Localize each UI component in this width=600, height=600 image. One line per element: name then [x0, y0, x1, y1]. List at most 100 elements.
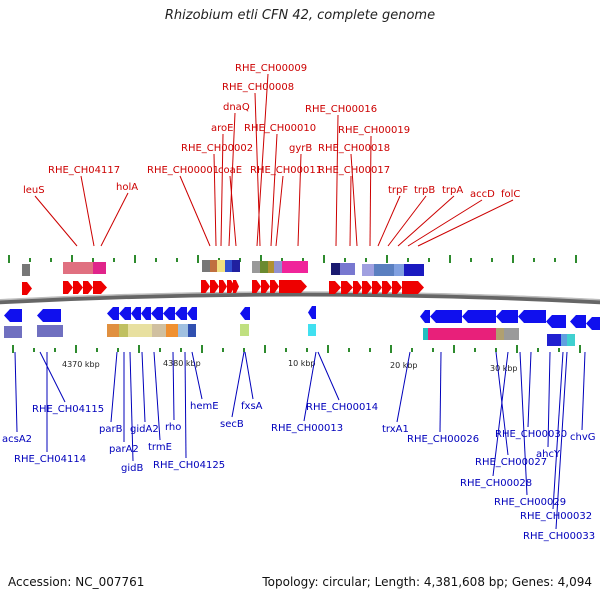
scale-tick	[407, 258, 409, 262]
reverse-gene-arrow	[420, 310, 430, 323]
bottom-gene-leader	[39, 351, 66, 403]
bottom-gene-label: RHE_CH04114	[14, 454, 86, 465]
bottom-gene-label: RHE_CH04125	[153, 460, 225, 471]
scale-tick	[96, 348, 98, 352]
scale-tick	[180, 348, 182, 352]
top-gene-leader	[34, 195, 78, 247]
top-gene-label: RHE_CH00017	[318, 165, 390, 176]
feature-box	[22, 264, 30, 276]
top-gene-leader	[335, 114, 339, 247]
scale-tick	[348, 348, 350, 352]
bottom-gene-leader	[547, 351, 551, 448]
bottom-gene-leader	[231, 351, 245, 418]
top-gene-leader	[369, 135, 372, 247]
bottom-gene-label: gidB	[121, 463, 143, 474]
scale-tick	[306, 348, 308, 352]
scale-tick	[222, 348, 224, 352]
genome-backbone	[0, 291, 600, 305]
bottom-gene-leader	[439, 351, 442, 433]
scale-tick	[134, 255, 136, 263]
genome-summary: Topology: circular; Length: 4,381,608 bp…	[262, 575, 592, 589]
reverse-gene-arrow	[586, 317, 600, 330]
top-gene-leader	[275, 175, 284, 247]
bottom-gene-leader	[129, 351, 134, 462]
scale-tick	[138, 345, 140, 353]
forward-gene-arrow	[219, 280, 227, 293]
feature-box	[202, 260, 210, 272]
feature-box	[128, 324, 152, 337]
top-gene-label: gyrB	[289, 143, 312, 154]
top-gene-label: aroE	[211, 123, 233, 134]
top-gene-label: leuS	[23, 185, 45, 196]
bottom-gene-label: RHE_CH00033	[523, 531, 595, 542]
scale-tick	[113, 258, 115, 262]
reverse-gene-arrow	[518, 310, 546, 323]
scale-tick	[516, 345, 518, 353]
bottom-gene-label: RHE_CH00030	[495, 429, 567, 440]
top-gene-leader	[407, 199, 483, 247]
feature-box	[178, 324, 188, 337]
top-gene-label: RHE_CH00011	[250, 165, 322, 176]
bottom-gene-leader	[141, 351, 146, 423]
feature-box	[188, 324, 196, 337]
bottom-gene-leader	[555, 351, 568, 530]
reverse-gene-arrow	[187, 307, 197, 320]
forward-gene-arrow	[372, 281, 382, 294]
scale-tick	[33, 348, 35, 352]
top-gene-leader	[256, 73, 269, 247]
bottom-gene-leader	[172, 351, 175, 421]
bottom-gene-label: secB	[220, 419, 244, 430]
bottom-gene-leader	[184, 351, 187, 459]
scale-tick	[264, 345, 266, 353]
bottom-gene-label: gidA2	[130, 424, 159, 435]
scale-tick	[117, 348, 119, 352]
bottom-gene-label: RHE_CH00027	[475, 457, 547, 468]
forward-gene-arrow	[329, 281, 341, 294]
scale-tick	[344, 258, 346, 262]
forward-gene-arrow	[341, 281, 353, 294]
scale-tick	[390, 345, 392, 353]
top-gene-label: folC	[501, 189, 520, 200]
top-gene-leader	[213, 153, 217, 247]
forward-gene-arrow	[261, 280, 270, 293]
feature-box	[394, 264, 404, 276]
top-gene-label: accD	[470, 189, 495, 200]
feature-box	[166, 324, 178, 337]
feature-box	[252, 261, 260, 273]
scale-tick	[554, 258, 556, 262]
reverse-gene-arrow	[141, 307, 151, 320]
forward-gene-arrow	[392, 281, 402, 294]
reverse-gene-arrow	[4, 309, 22, 322]
scale-label: 4370 kbp	[62, 360, 100, 369]
scale-tick	[369, 348, 371, 352]
reverse-gene-arrow	[462, 310, 496, 323]
forward-gene-arrow	[83, 281, 93, 294]
bottom-gene-label: trxA1	[382, 424, 409, 435]
feature-box	[225, 260, 232, 272]
top-gene-leader	[254, 92, 261, 247]
feature-box	[404, 264, 424, 276]
feature-box	[308, 324, 316, 336]
feature-box	[561, 334, 567, 346]
feature-box	[232, 260, 240, 272]
feature-box	[217, 260, 225, 272]
scale-tick	[92, 258, 94, 262]
top-gene-label: trpA	[442, 185, 463, 196]
bottom-gene-leader	[492, 351, 509, 477]
scale-tick	[533, 258, 535, 262]
top-gene-leader	[397, 195, 455, 247]
scale-tick	[575, 255, 577, 263]
scale-tick	[470, 258, 472, 262]
top-gene-label: RHE_CH00018	[318, 143, 390, 154]
feature-box	[331, 263, 340, 275]
top-gene-label: RHE_CH00008	[222, 82, 294, 93]
reverse-gene-arrow	[107, 307, 119, 320]
top-gene-leader	[377, 195, 401, 247]
top-gene-leader	[100, 192, 129, 247]
top-gene-label: RHE_CH00016	[305, 104, 377, 115]
reverse-gene-arrow	[308, 306, 316, 319]
scale-tick	[201, 345, 203, 353]
scale-tick	[50, 258, 52, 262]
feature-box	[152, 324, 166, 337]
top-gene-label: RHE_CH04117	[48, 165, 120, 176]
